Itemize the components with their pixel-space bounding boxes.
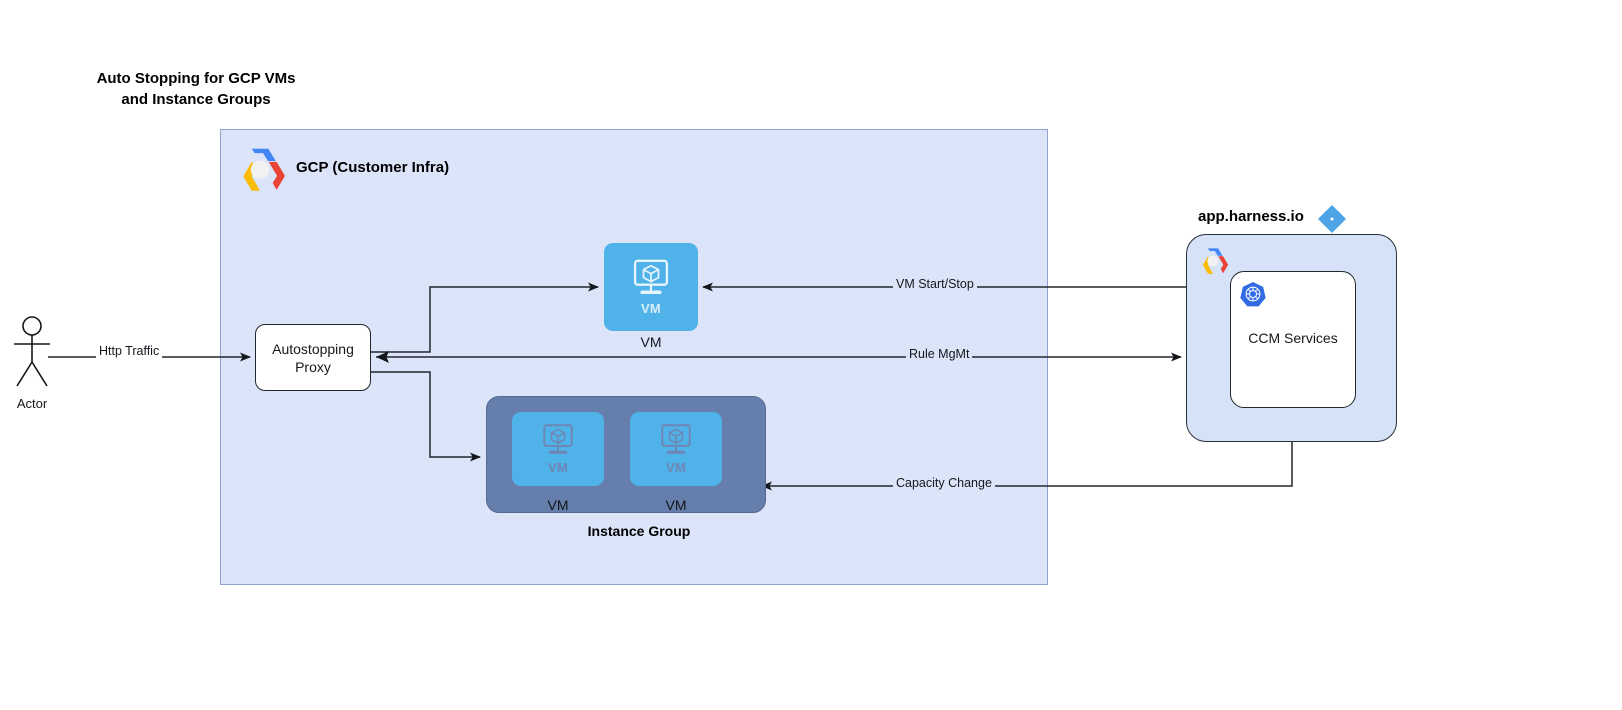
edge-label-capacity-change: Capacity Change	[893, 476, 995, 490]
ccm-services-label: CCM Services	[1248, 330, 1338, 346]
page-title: Auto Stopping for GCP VMs and Instance G…	[96, 70, 296, 108]
vm-tile-label: VM	[640, 301, 662, 316]
kubernetes-logo-icon	[1240, 281, 1266, 307]
gcp-logo-icon	[1196, 243, 1230, 277]
autostopping-proxy-node[interactable]: Autostopping Proxy	[255, 324, 371, 391]
instance-group-vm-2-caption: VM	[665, 497, 687, 513]
vm-monitor-cube-icon	[656, 423, 696, 458]
vm-monitor-cube-icon	[628, 258, 674, 299]
harness-diamond-logo-icon	[1316, 203, 1348, 235]
actor-label: Actor	[16, 396, 48, 411]
harness-label: app.harness.io	[1198, 208, 1304, 225]
edge-label-vm-start-stop: VM Start/Stop	[893, 277, 977, 291]
ccm-services-box[interactable]	[1230, 271, 1356, 408]
actor-stick-figure-icon	[10, 316, 54, 388]
instance-group-vm-1[interactable]: VM	[512, 412, 604, 486]
edge-label-http-traffic: Http Traffic	[96, 344, 163, 358]
vm-monitor-cube-icon	[538, 423, 578, 458]
vm-tile-label: VM	[547, 460, 569, 475]
vm-standalone-caption: VM	[640, 334, 662, 350]
instance-group-caption: Instance Group	[587, 523, 691, 539]
instance-group-vm-1-caption: VM	[547, 497, 569, 513]
gcp-region-label: GCP (Customer Infra)	[296, 159, 450, 176]
instance-group-vm-2[interactable]: VM	[630, 412, 722, 486]
vm-standalone-node[interactable]: VM	[604, 243, 698, 331]
edge-label-rule-mgmt: Rule MgMt	[906, 347, 973, 361]
gcp-logo-icon	[232, 140, 288, 196]
vm-tile-label: VM	[665, 460, 687, 475]
